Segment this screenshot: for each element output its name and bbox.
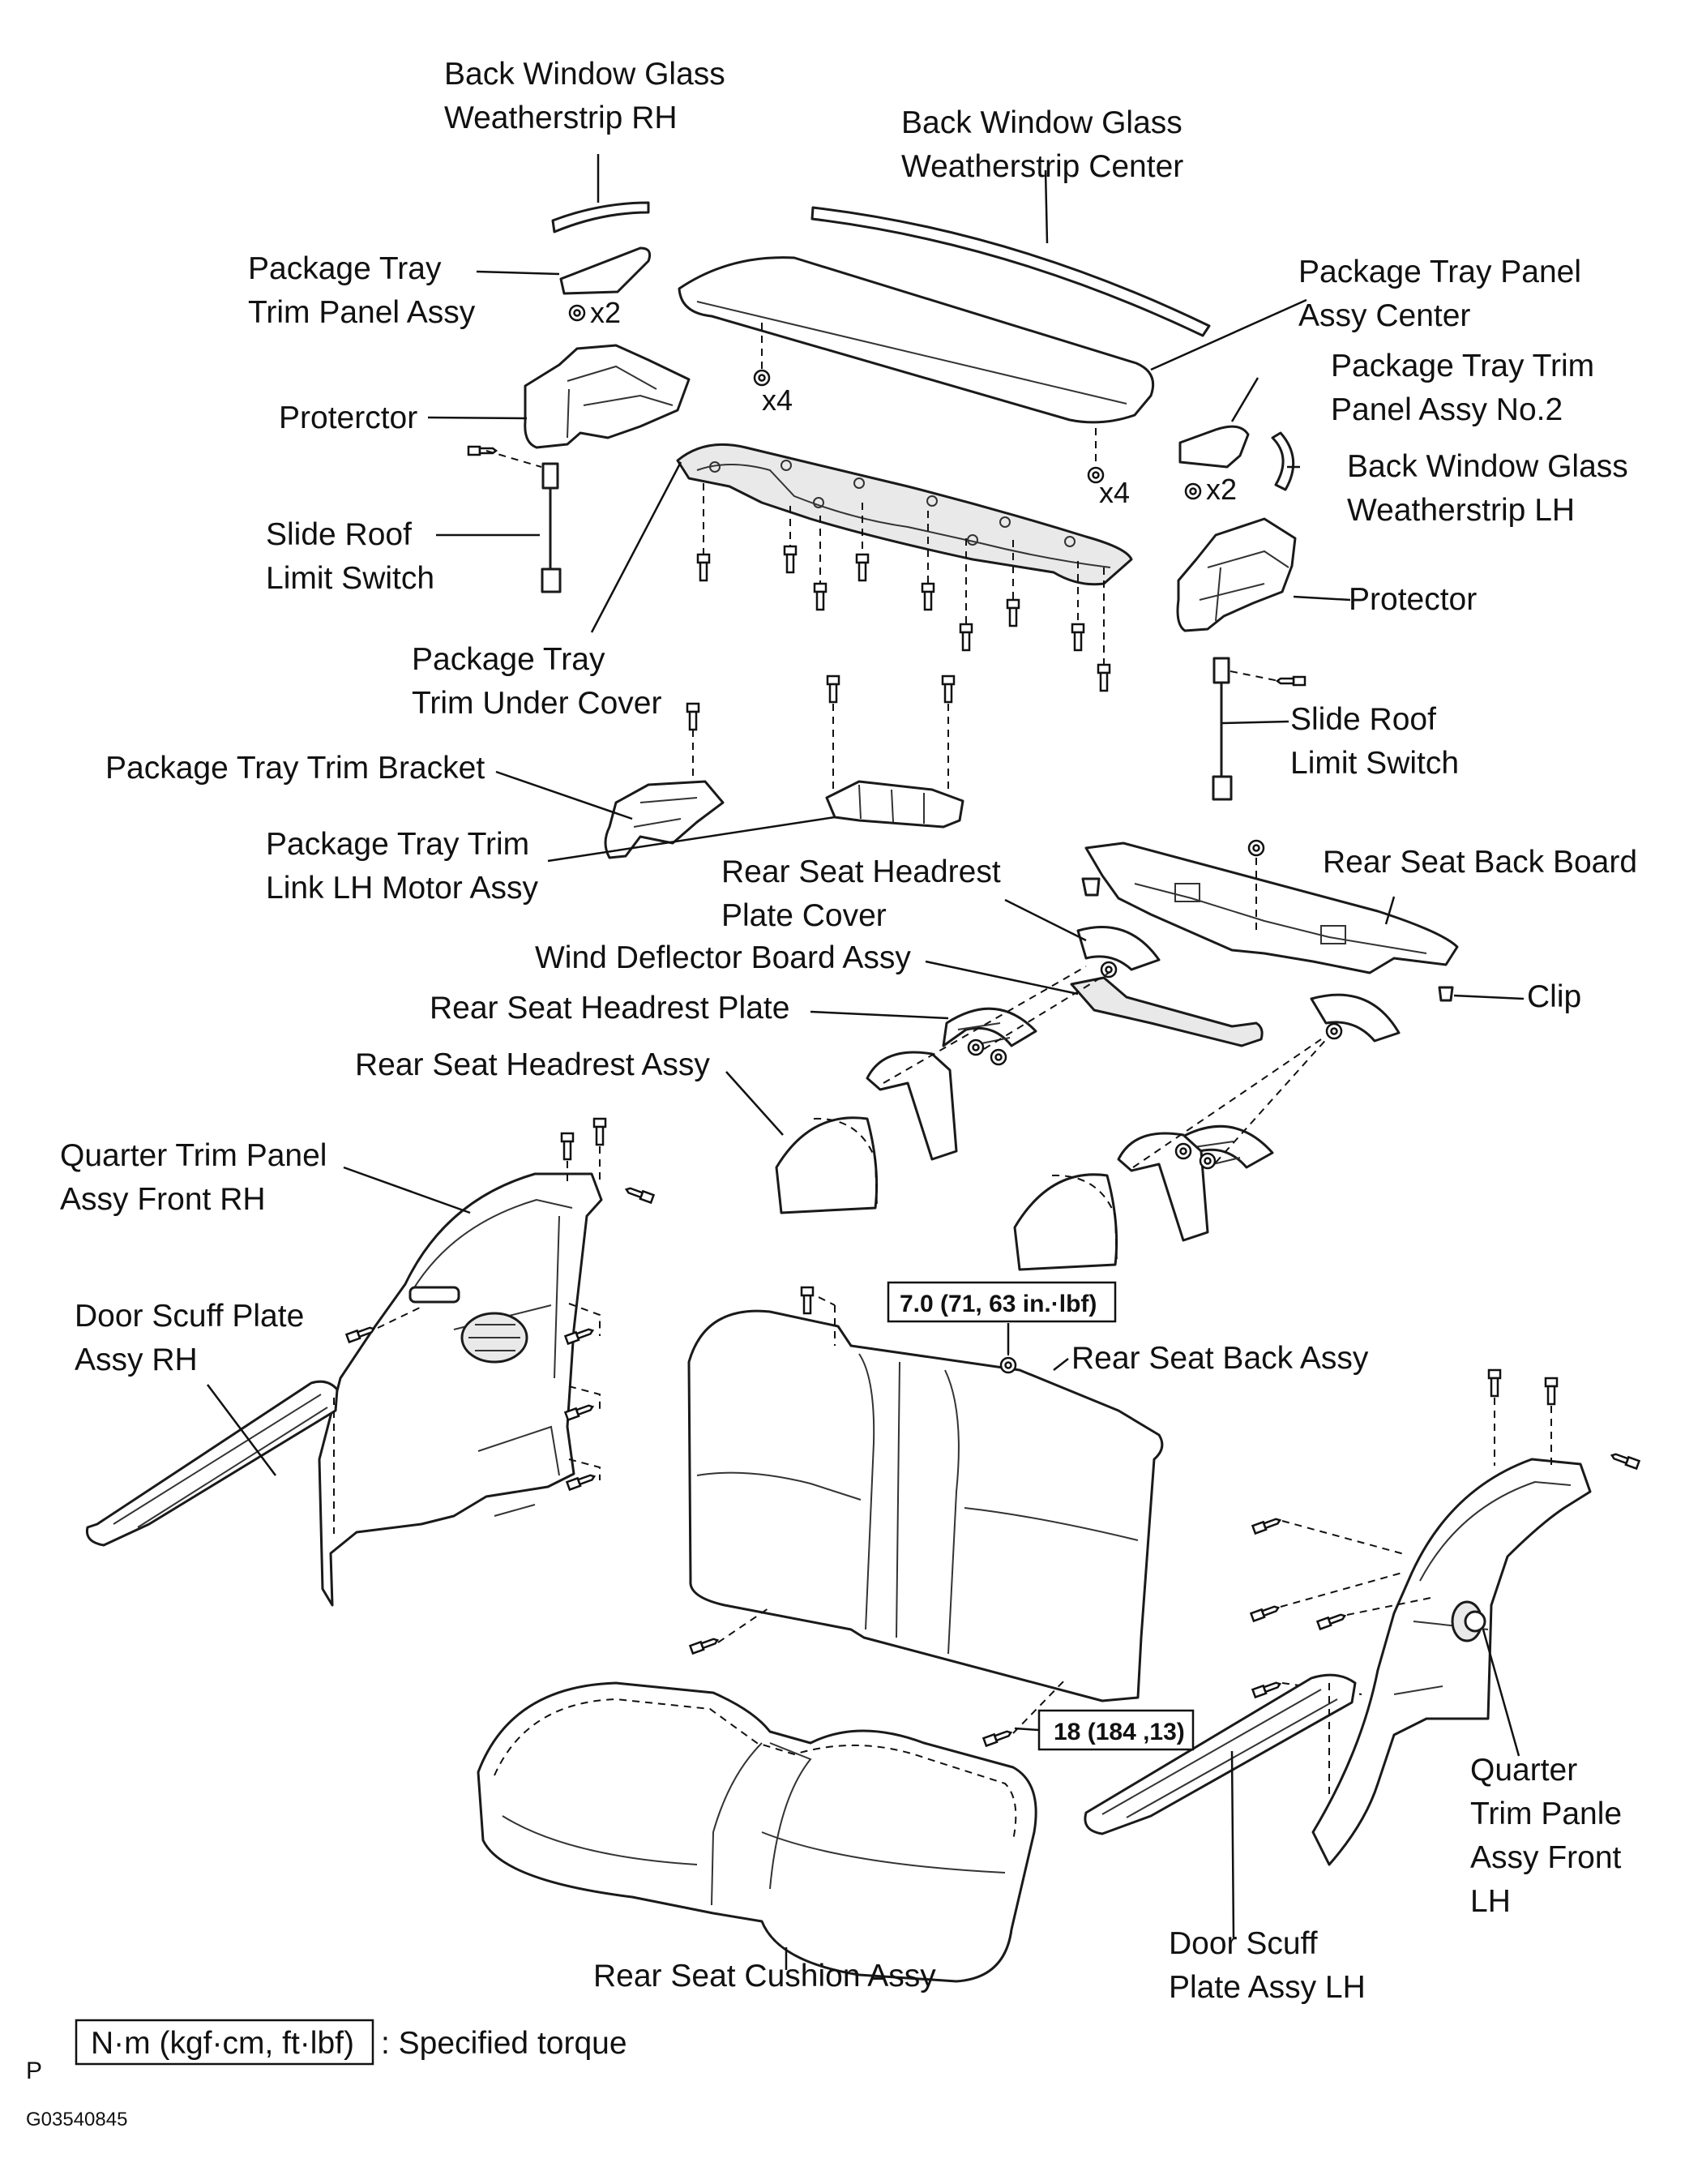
wind-deflector-part xyxy=(1070,976,1264,1047)
headrest-plate-cover-lh-part xyxy=(1310,993,1401,1043)
torque-seat-back-upper: 7.0 (71, 63 in.·lbf) xyxy=(900,1291,1097,1317)
weatherstrip-center-part xyxy=(810,206,1211,337)
weatherstrip-lh-part xyxy=(1271,431,1295,491)
seat-back-assy-part xyxy=(687,1309,1164,1702)
label-seat-cushion: Rear Seat Cushion Assy xyxy=(593,1959,936,1993)
label-tray-panel-center: Package Tray Panel Assy Center xyxy=(1298,255,1590,333)
legend-box-text: N·m (kgf·cm, ft·lbf) xyxy=(91,2026,354,2061)
label-slide-roof-switch-lh: Slide Roof Limit Switch xyxy=(1290,702,1459,781)
label-tray-trim-panel: Package Tray Trim Panel Assy xyxy=(248,251,476,330)
footer-code: G03540845 xyxy=(26,2109,127,2130)
label-clip: Clip xyxy=(1527,979,1581,1014)
label-weatherstrip-center: Back Window Glass Weatherstrip Center xyxy=(901,105,1191,184)
headrest-plate-lh-part xyxy=(1175,1124,1274,1169)
headrest-assy-lh-part xyxy=(1013,1173,1118,1271)
clip-part xyxy=(1438,986,1454,1002)
tray-trim-panel-part xyxy=(559,246,652,295)
label-seat-back-board: Rear Seat Back Board xyxy=(1323,845,1637,880)
protector-rh-part xyxy=(524,344,691,449)
slide-roof-switch-rh-part xyxy=(541,462,559,490)
label-quarter-trim-rh: Quarter Trim Panel Assy Front RH xyxy=(60,1138,336,1217)
multiplier-tray-trim-no2: x2 xyxy=(1206,473,1237,506)
tray-trim-bracket-part xyxy=(604,780,725,859)
tray-link-motor-part xyxy=(825,780,964,829)
tray-under-cover-part xyxy=(676,443,1133,586)
seat-cushion-part xyxy=(477,1681,1037,1983)
label-slide-roof-switch-rh: Slide Roof Limit Switch xyxy=(266,517,434,596)
quarter-trim-lh-part xyxy=(1311,1458,1592,1866)
torque-box-upper xyxy=(887,1281,1117,1323)
torque-seat-back-lower: 18 (184 ,13) xyxy=(1054,1719,1185,1745)
slide-roof-switch-lh-part xyxy=(1212,657,1230,684)
label-door-scuff-rh: Door Scuff Plate Assy RH xyxy=(75,1299,313,1377)
door-scuff-lh-part xyxy=(1084,1673,1357,1835)
label-tray-link-motor: Package Tray Trim Link LH Motor Assy xyxy=(266,827,538,906)
label-wind-deflector: Wind Deflector Board Assy xyxy=(535,940,911,975)
label-headrest-plate-cover: Rear Seat Headrest Plate Cover xyxy=(721,854,1010,933)
legend-text: : Specified torque xyxy=(381,2026,627,2061)
quarter-trim-rh-part xyxy=(318,1172,603,1607)
headrest-plate-rh-part xyxy=(942,1007,1037,1047)
protector-lh-part xyxy=(1176,517,1297,632)
torque-box-lower xyxy=(1037,1709,1195,1751)
footer-letter: P xyxy=(26,2058,42,2084)
label-tray-trim-panel-no2: Package Tray Trim Panel Assy No.2 xyxy=(1331,349,1603,427)
tray-trim-panel-no2-part xyxy=(1178,425,1250,469)
label-tray-under-cover: Package Tray Trim Under Cover xyxy=(412,642,661,721)
label-protector-rh: Proterctor xyxy=(279,400,417,435)
multiplier-tray-center-front: x4 xyxy=(762,383,793,417)
headrest-assy-rh-part xyxy=(775,1116,879,1214)
label-weatherstrip-lh: Back Window Glass Weatherstrip LH xyxy=(1347,449,1637,528)
label-quarter-trim-lh: Quarter Trim Panle Assy Front LH xyxy=(1470,1753,1631,1919)
label-seat-back-assy: Rear Seat Back Assy xyxy=(1071,1341,1369,1376)
headrest-plate-cover-part xyxy=(1076,926,1161,971)
multiplier-tray-center-rear: x4 xyxy=(1099,476,1130,509)
legend-box xyxy=(75,2019,374,2066)
label-weatherstrip-rh: Back Window Glass Weatherstrip RH xyxy=(444,57,734,135)
label-tray-trim-bracket: Package Tray Trim Bracket xyxy=(105,751,485,786)
label-protector-lh: Protector xyxy=(1349,582,1477,617)
weatherstrip-rh-part xyxy=(551,201,650,233)
seat-back-board-part xyxy=(1084,841,1459,974)
label-headrest-assy: Rear Seat Headrest Assy xyxy=(355,1047,710,1082)
label-headrest-plate: Rear Seat Headrest Plate xyxy=(430,991,789,1026)
label-door-scuff-lh: Door Scuff Plate Assy LH xyxy=(1169,1926,1366,2005)
multiplier-tray-trim-rh: x2 xyxy=(590,296,621,329)
